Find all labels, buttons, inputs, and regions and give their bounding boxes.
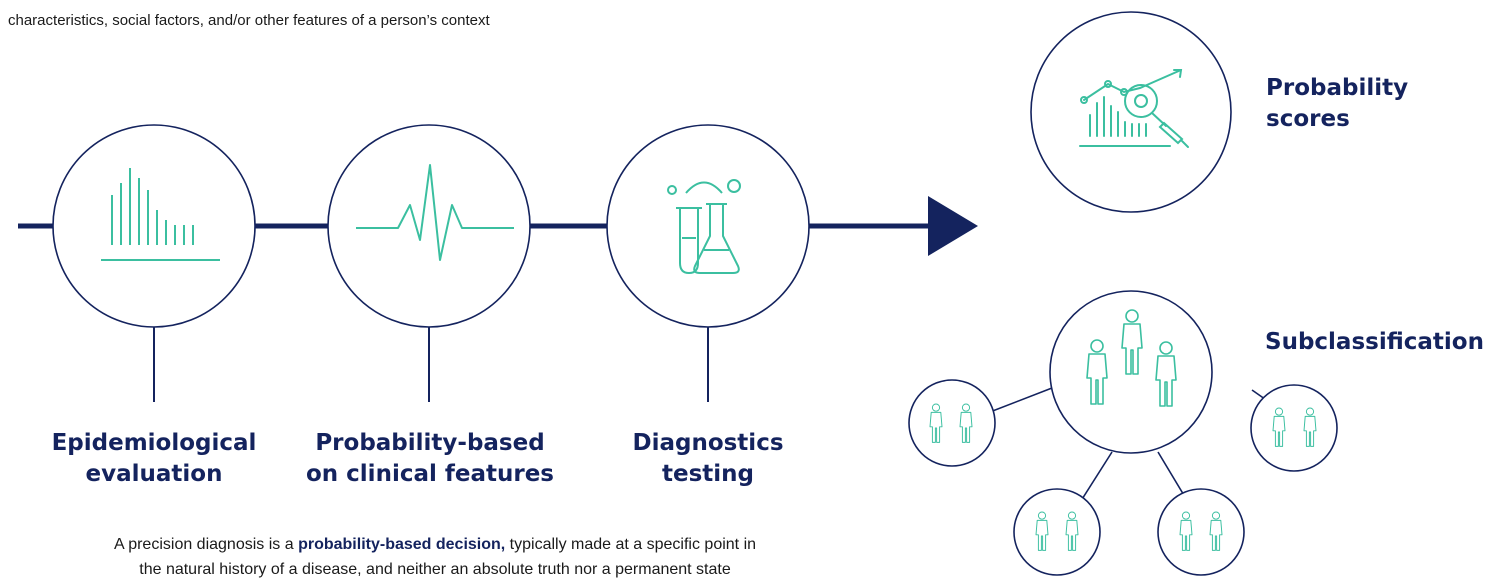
caption-emphasis: probability-based decision, [298, 536, 506, 553]
caption-line1: A precision diagnosis is a probability-b… [20, 532, 850, 557]
step-label-clinical: Probability-based on clinical features [280, 428, 580, 490]
group-circle-bottom-left [1013, 488, 1101, 576]
step-circle-epidemiological [52, 124, 256, 328]
outcome-label-subclassification: Subclassification [1265, 327, 1484, 358]
caption-text-start: A precision diagnosis is a [113, 536, 299, 553]
step-label-line1: Epidemiological [51, 430, 257, 456]
lab-flasks-icon [667, 179, 741, 274]
outcome-circle-probability [1030, 11, 1232, 213]
outcome-label-text: Subclassification [1265, 329, 1484, 355]
precision-diagnosis-caption: A precision diagnosis is a probability-b… [20, 532, 850, 582]
caption-text-end: typically made at a specific point in [505, 536, 757, 553]
step-label-line2: evaluation [85, 461, 223, 487]
group-circle-left [908, 379, 996, 467]
step-label-line2: on clinical features [305, 461, 554, 487]
bar-chart-icon [101, 168, 220, 261]
step-circle-clinical [327, 124, 531, 328]
outcome-label-line2: scores [1266, 106, 1350, 132]
heartbeat-icon [356, 164, 514, 261]
analytics-magnifier-icon [1079, 69, 1189, 148]
context-text: characteristics, social factors, and/or … [8, 12, 490, 29]
group-circle-right [1250, 384, 1338, 472]
step-circle-diagnostics [606, 124, 810, 328]
caption-line2: the natural history of a disease, and ne… [139, 561, 731, 578]
outcome-label-probability: Probability scores [1266, 73, 1408, 135]
step-label-epidemiological: Epidemiological evaluation [4, 428, 304, 490]
step-label-line2: testing [662, 461, 754, 487]
outcome-label-line1: Probability [1266, 75, 1409, 101]
timeline-arrowhead [928, 196, 978, 256]
group-circle-bottom-right [1157, 488, 1245, 576]
step-label-line1: Probability-based [315, 430, 545, 456]
step-label-diagnostics: Diagnostics testing [558, 428, 858, 490]
step-label-line1: Diagnostics [632, 430, 784, 456]
